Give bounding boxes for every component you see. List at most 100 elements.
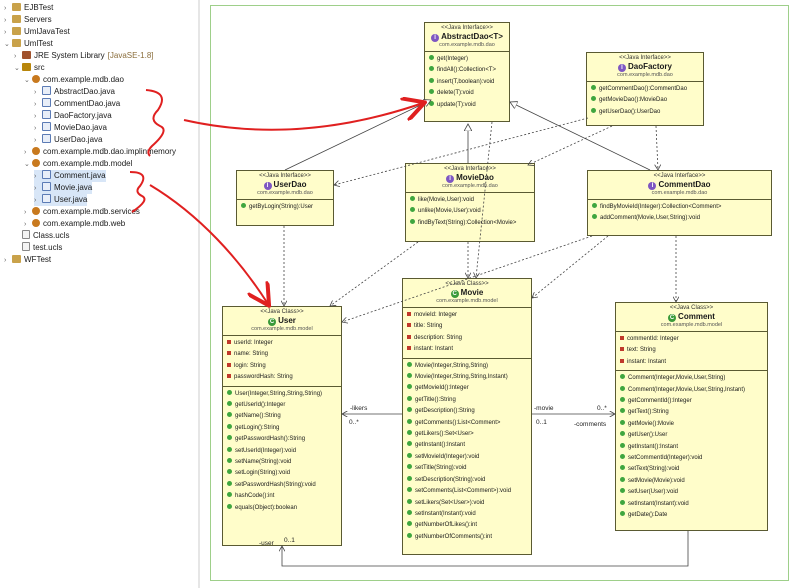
tree-item[interactable]: ›DaoFactory.java [34, 110, 112, 122]
method-row[interactable]: setDescription(String):void [403, 475, 531, 486]
method-row[interactable]: getMovie():Movie [616, 419, 767, 430]
collapsed-toggle-icon[interactable]: › [34, 185, 37, 192]
tree-item[interactable]: Class.ucls [14, 230, 69, 242]
method-row[interactable]: getName():String [223, 411, 341, 422]
method-row[interactable]: getUser():User [616, 430, 767, 441]
method-row[interactable]: getInstant():Instant [616, 442, 767, 453]
method-row[interactable]: update(T):void [425, 100, 509, 111]
tree-item[interactable]: ›com.example.mdb.web [24, 218, 125, 230]
method-row[interactable]: getText():String [616, 407, 767, 418]
method-row[interactable]: setCommentId(Integer):void [616, 453, 767, 464]
tree-item[interactable]: ⌄src [14, 62, 45, 74]
method-row[interactable]: setMovie(Movie):void [616, 476, 767, 487]
tree-item[interactable]: ›com.example.mdb.services [24, 206, 140, 218]
collapsed-toggle-icon[interactable]: › [34, 125, 37, 132]
collapsed-toggle-icon[interactable]: › [34, 113, 37, 120]
method-row[interactable]: setUser(User):void [616, 487, 767, 498]
collapsed-toggle-icon[interactable]: › [34, 101, 37, 108]
method-row[interactable]: User(Integer,String,String,String) [223, 389, 341, 400]
method-row[interactable]: setUserId(Integer):void [223, 446, 341, 457]
method-row[interactable]: delete(T):void [425, 88, 509, 99]
collapsed-toggle-icon[interactable]: › [14, 53, 17, 60]
field-row[interactable]: description: String [403, 333, 531, 344]
collapsed-toggle-icon[interactable]: › [34, 89, 37, 96]
method-row[interactable]: setComments(List<Comment>):void [403, 486, 531, 497]
method-row[interactable]: findByMovieId(Integer):Collection<Commen… [588, 202, 771, 213]
tree-item[interactable]: ›Comment.java [34, 170, 106, 182]
expanded-toggle-icon[interactable]: ⌄ [24, 77, 30, 84]
tree-item[interactable]: ›Servers [4, 14, 52, 26]
method-row[interactable]: setMovieId(Integer):void [403, 452, 531, 463]
method-row[interactable]: getNumberOfLikes():int [403, 520, 531, 531]
method-row[interactable]: equals(Object):boolean [223, 503, 341, 514]
method-row[interactable]: setPasswordHash(String):void [223, 480, 341, 491]
method-row[interactable]: getMovieDao():MovieDao [587, 95, 703, 106]
field-row[interactable]: instant: Instant [616, 357, 767, 368]
method-row[interactable]: get(Integer) [425, 54, 509, 65]
method-row[interactable]: like(Movie,User):void [406, 195, 534, 206]
tree-item[interactable]: ⌄com.example.mdb.model [24, 158, 132, 170]
collapsed-toggle-icon[interactable]: › [34, 173, 37, 180]
method-row[interactable]: findByText(String):Collection<Movie> [406, 218, 534, 229]
method-row[interactable]: hashCode():int [223, 491, 341, 502]
method-row[interactable]: setText(String):void [616, 464, 767, 475]
tree-item[interactable]: ›UserDao.java [34, 134, 102, 146]
method-row[interactable]: getCommentId():Integer [616, 396, 767, 407]
collapsed-toggle-icon[interactable]: › [34, 197, 37, 204]
tree-item[interactable]: ›UmlJavaTest [4, 26, 70, 38]
expanded-toggle-icon[interactable]: ⌄ [4, 41, 10, 48]
field-row[interactable]: movieId: Integer [403, 310, 531, 321]
method-row[interactable]: setLogin(String):void [223, 468, 341, 479]
collapsed-toggle-icon[interactable]: › [24, 149, 27, 156]
tree-item[interactable]: ›MovieDao.java [34, 122, 107, 134]
method-row[interactable]: setInstant(Instant):void [616, 499, 767, 510]
field-row[interactable]: text: String [616, 345, 767, 356]
method-row[interactable]: setLikers(Set<User>):void [403, 498, 531, 509]
field-row[interactable]: userId: Integer [223, 338, 341, 349]
collapsed-toggle-icon[interactable]: › [24, 221, 27, 228]
tree-item[interactable]: test.ucls [14, 242, 62, 254]
method-row[interactable]: getByLogin(String):User [237, 202, 333, 213]
method-row[interactable]: getUserId():Integer [223, 400, 341, 411]
method-row[interactable]: getLogin():String [223, 423, 341, 434]
method-row[interactable]: getUserDao():UserDao [587, 107, 703, 118]
method-row[interactable]: Movie(Integer,String,String) [403, 361, 531, 372]
method-row[interactable]: setInstant(Instant):void [403, 509, 531, 520]
tree-item[interactable]: ⌄UmlTest [4, 38, 53, 50]
method-row[interactable]: getNumberOfComments():int [403, 532, 531, 543]
tree-item[interactable]: ›WFTest [4, 254, 51, 266]
method-row[interactable]: findAll():Collection<T> [425, 65, 509, 76]
field-row[interactable]: instant: Instant [403, 344, 531, 355]
method-row[interactable]: getInstant():Instant [403, 440, 531, 451]
collapsed-toggle-icon[interactable]: › [4, 5, 7, 12]
method-row[interactable]: insert(T,boolean):void [425, 77, 509, 88]
method-row[interactable]: Comment(Integer,Movie,User,String) [616, 373, 767, 384]
method-row[interactable]: Movie(Integer,String,String,Instant) [403, 372, 531, 383]
field-row[interactable]: passwordHash: String [223, 372, 341, 383]
method-row[interactable]: getMovieId():Integer [403, 383, 531, 394]
tree-item[interactable]: ›AbstractDao.java [34, 86, 115, 98]
tree-item[interactable]: ›com.example.mdb.dao.implinmemory [24, 146, 176, 158]
collapsed-toggle-icon[interactable]: › [4, 257, 7, 264]
collapsed-toggle-icon[interactable]: › [24, 209, 27, 216]
tree-item[interactable]: ›JRE System Library[JavaSE-1.8] [14, 50, 154, 62]
field-row[interactable]: name: String [223, 349, 341, 360]
tree-item[interactable]: ›CommentDao.java [34, 98, 120, 110]
method-row[interactable]: getCommentDao():CommentDao [587, 84, 703, 95]
method-row[interactable]: setName(String):void [223, 457, 341, 468]
collapsed-toggle-icon[interactable]: › [4, 17, 7, 24]
tree-item[interactable]: ›User.java [34, 194, 88, 206]
method-row[interactable]: addComment(Movie,User,String):void [588, 213, 771, 224]
method-row[interactable]: getPasswordHash():String [223, 434, 341, 445]
tree-item[interactable]: ⌄com.example.mdb.dao [24, 74, 124, 86]
expanded-toggle-icon[interactable]: ⌄ [14, 65, 20, 72]
method-row[interactable]: getComments():List<Comment> [403, 418, 531, 429]
tree-item[interactable]: ›EJBTest [4, 2, 53, 14]
method-row[interactable]: Comment(Integer,Movie,User,String,Instan… [616, 385, 767, 396]
